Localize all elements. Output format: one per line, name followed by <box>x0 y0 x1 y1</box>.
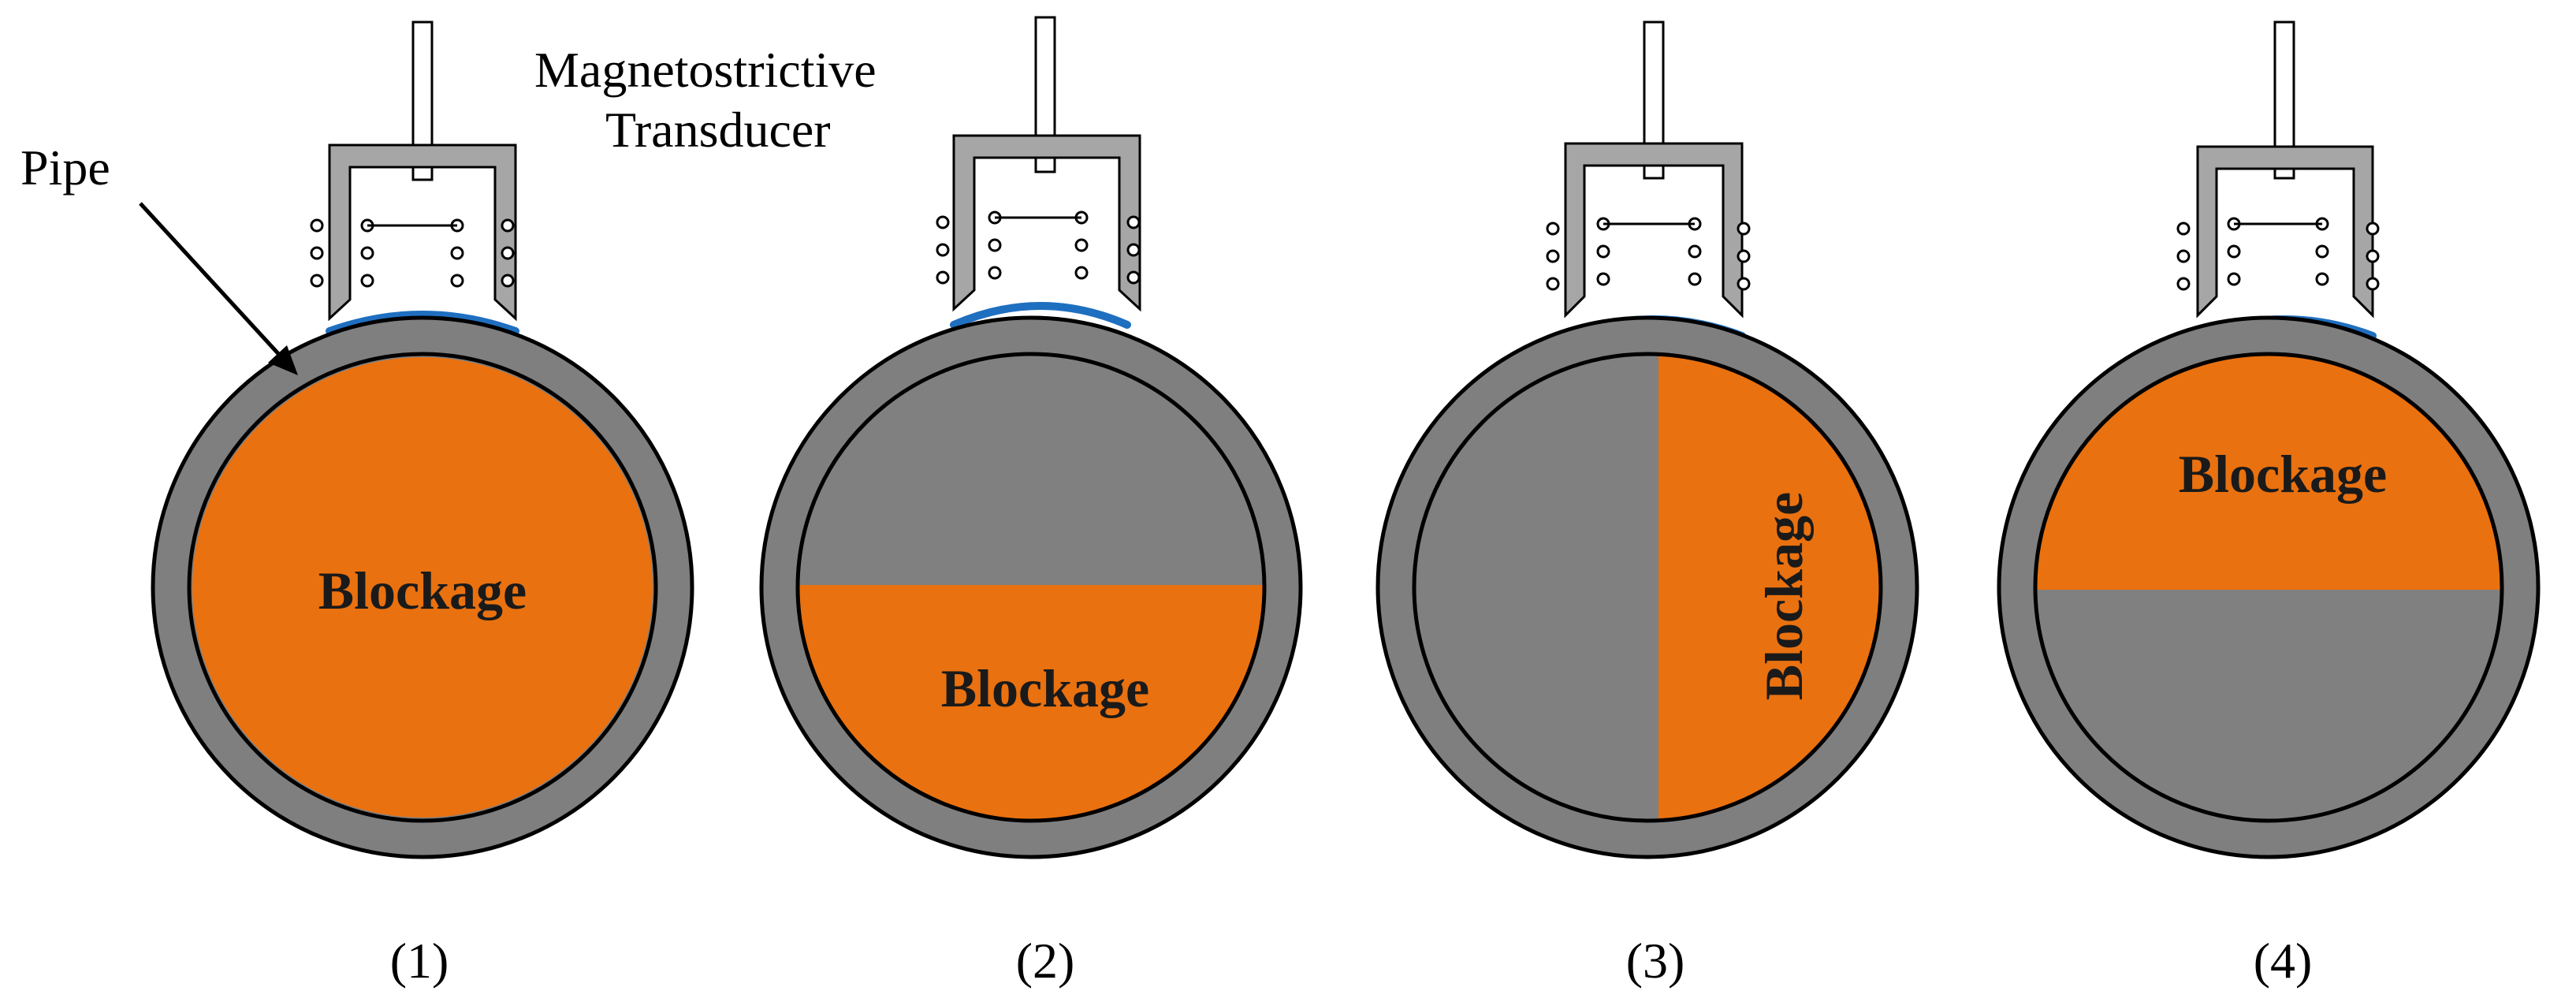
pipe-inner-wall <box>795 352 1267 823</box>
coupling-arc <box>950 302 1131 329</box>
coupling-arc <box>326 311 519 335</box>
blockage-label: Blockage <box>318 561 527 620</box>
blockage-label: Blockage <box>941 658 1149 718</box>
pipe-callout: Pipe <box>20 140 298 375</box>
pipe-cross-section <box>151 315 694 859</box>
panel-2: Blockage (2) <box>759 16 1303 989</box>
transducer <box>310 20 519 335</box>
transducer-yoke <box>952 134 1141 312</box>
pipe-label: Pipe <box>20 140 110 196</box>
coil-windings <box>310 218 515 288</box>
panel-caption: (3) <box>1626 933 1685 989</box>
transducer-yoke <box>2196 145 2374 319</box>
transducer-yoke <box>328 143 517 322</box>
transducer <box>1546 20 1751 340</box>
panel-caption: (4) <box>2254 933 2313 989</box>
blockage-region <box>192 357 653 818</box>
coil-windings <box>1546 217 1751 291</box>
blockage-label: Blockage <box>1754 492 1814 700</box>
panel-caption: (1) <box>390 933 449 989</box>
panel-1: Blockage (1) <box>151 20 694 989</box>
pipe-callout-arrow-line <box>139 202 284 360</box>
transducer <box>936 16 1141 329</box>
pipe-inner-wall <box>1412 352 1883 823</box>
transducer-yoke <box>1564 142 1744 319</box>
coil-windings <box>936 211 1141 285</box>
transducer <box>2176 20 2380 340</box>
arrowhead-icon <box>268 345 298 375</box>
transducer-callout: Magnetostrictive Transducer <box>534 42 877 158</box>
transducer-label-line2: Transducer <box>605 102 831 158</box>
transducer-label-line1: Magnetostrictive <box>534 42 877 98</box>
panel-4: Blockage (4) <box>1997 20 2541 989</box>
pipe-inner-wall <box>187 352 658 823</box>
coil-windings <box>2176 217 2380 291</box>
pipe-cross-section <box>1375 315 1919 859</box>
pipe-cross-section <box>759 315 1303 859</box>
pipe-cross-section <box>1997 315 2541 859</box>
panel-caption: (2) <box>1016 933 1075 989</box>
blockage-label: Blockage <box>2179 444 2387 504</box>
panel-3: Blockage (3) <box>1375 20 1919 989</box>
pipe-inner-wall <box>2033 352 2504 823</box>
